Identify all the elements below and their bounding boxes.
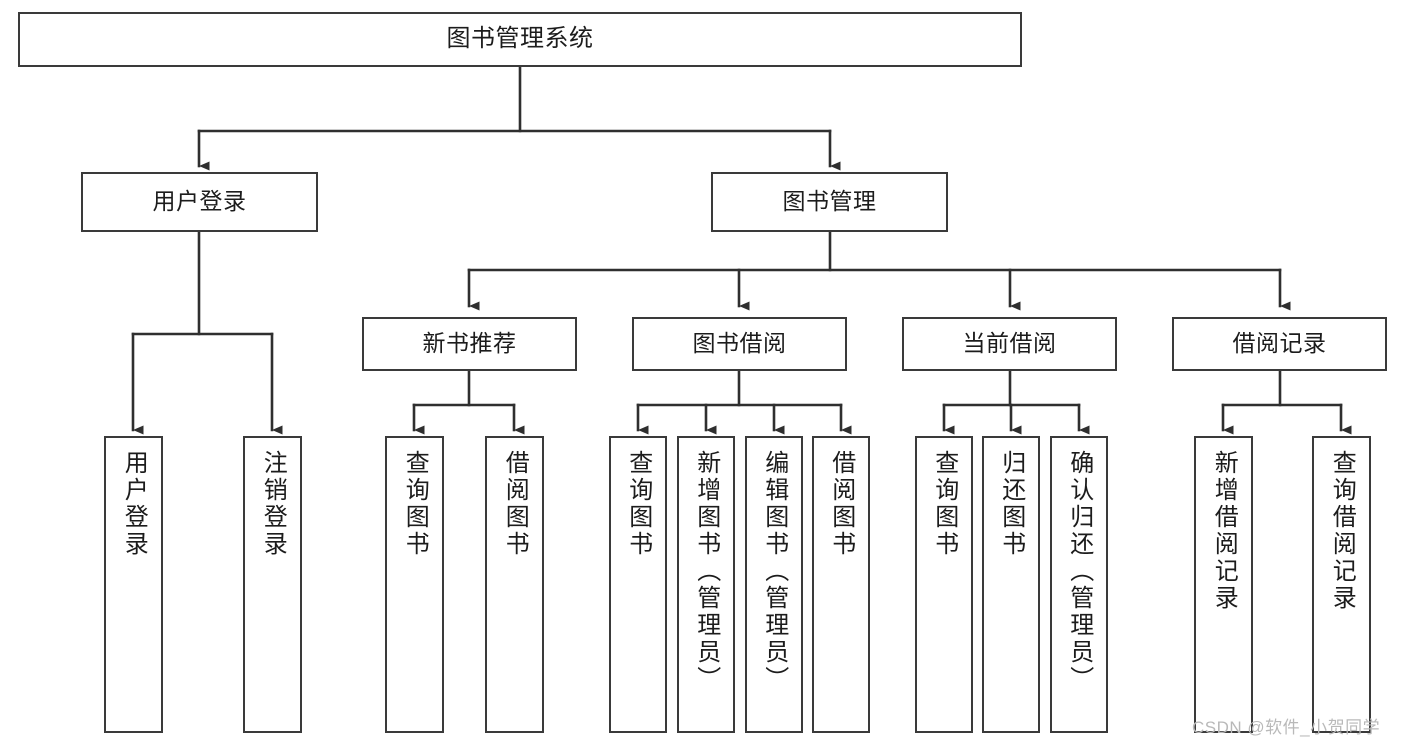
node-current-borrow[interactable]: 当前借阅 bbox=[902, 317, 1117, 371]
leaf-current-query-book[interactable]: 查询图书 bbox=[915, 436, 973, 733]
node-label: 新增图书（管理员） bbox=[692, 450, 720, 693]
node-book-borrow[interactable]: 图书借阅 bbox=[632, 317, 847, 371]
node-label: 用户登录 bbox=[152, 188, 247, 215]
node-label: 新书推荐 bbox=[422, 330, 517, 357]
leaf-user-login-logout[interactable]: 注销登录 bbox=[243, 436, 302, 733]
node-label: 借阅图书 bbox=[827, 450, 855, 558]
leaf-current-confirm-return-admin[interactable]: 确认归还（管理员） bbox=[1050, 436, 1108, 733]
node-root-system[interactable]: 图书管理系统 bbox=[18, 12, 1022, 67]
node-label: 归还图书 bbox=[997, 450, 1025, 558]
leaf-recommend-query-book[interactable]: 查询图书 bbox=[385, 436, 444, 733]
leaf-recommend-borrow-book[interactable]: 借阅图书 bbox=[485, 436, 544, 733]
leaf-borrow-query-book[interactable]: 查询图书 bbox=[609, 436, 667, 733]
node-borrow-record[interactable]: 借阅记录 bbox=[1172, 317, 1387, 371]
node-new-book-recommend[interactable]: 新书推荐 bbox=[362, 317, 577, 371]
leaf-current-return-book[interactable]: 归还图书 bbox=[982, 436, 1040, 733]
node-label: 用户登录 bbox=[120, 450, 148, 558]
node-label: 当前借阅 bbox=[962, 330, 1057, 357]
node-label: 借阅图书 bbox=[501, 450, 529, 558]
node-label: 图书管理 bbox=[782, 188, 877, 215]
node-label: 确认归还（管理员） bbox=[1065, 450, 1093, 693]
node-user-login[interactable]: 用户登录 bbox=[81, 172, 318, 232]
leaf-borrow-edit-book-admin[interactable]: 编辑图书（管理员） bbox=[745, 436, 803, 733]
leaf-user-login-signin[interactable]: 用户登录 bbox=[104, 436, 163, 733]
node-label: 查询借阅记录 bbox=[1328, 450, 1356, 612]
node-label: 查询图书 bbox=[930, 450, 958, 558]
csdn-watermark: CSDN @软件_小贺同学 bbox=[1192, 718, 1381, 737]
node-label: 注销登录 bbox=[259, 450, 287, 558]
node-book-management[interactable]: 图书管理 bbox=[711, 172, 948, 232]
node-label: 借阅记录 bbox=[1232, 330, 1327, 357]
node-label: 图书借阅 bbox=[692, 330, 787, 357]
node-label: 查询图书 bbox=[624, 450, 652, 558]
leaf-record-add-record[interactable]: 新增借阅记录 bbox=[1194, 436, 1253, 733]
leaf-borrow-add-book-admin[interactable]: 新增图书（管理员） bbox=[677, 436, 735, 733]
leaf-borrow-borrow-book[interactable]: 借阅图书 bbox=[812, 436, 870, 733]
node-label: 编辑图书（管理员） bbox=[760, 450, 788, 693]
node-label: 图书管理系统 bbox=[446, 25, 594, 53]
leaf-record-query-record[interactable]: 查询借阅记录 bbox=[1312, 436, 1371, 733]
node-label: 新增借阅记录 bbox=[1210, 450, 1238, 612]
node-label: 查询图书 bbox=[401, 450, 429, 558]
